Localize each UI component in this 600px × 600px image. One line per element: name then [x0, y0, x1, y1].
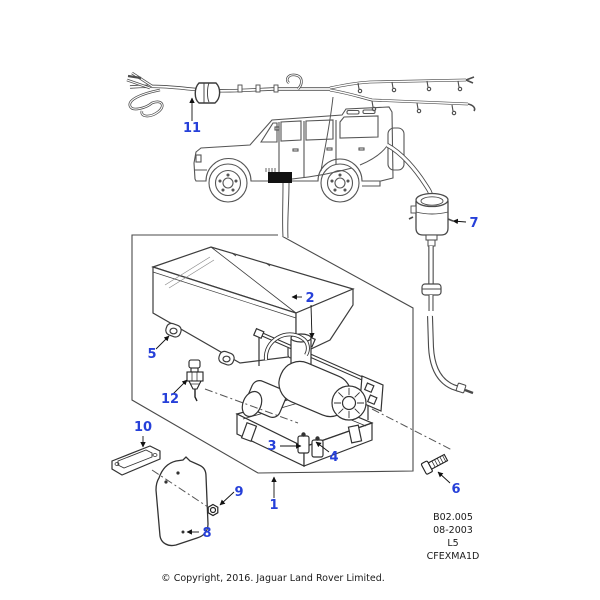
callout-5[interactable]: 5: [147, 347, 156, 362]
cover-drawing: [151, 246, 355, 366]
leader-lines: [140, 97, 467, 535]
compressor-location-marker: [265, 168, 292, 183]
sensor-drawing: [186, 359, 204, 402]
callout-2[interactable]: 2: [305, 291, 314, 306]
front-wheel: [208, 163, 248, 203]
callout-4[interactable]: 4: [329, 450, 338, 465]
callout-8[interactable]: 8: [202, 526, 211, 541]
info-date: 08-2003: [433, 525, 473, 536]
callout-3[interactable]: 3: [267, 439, 276, 454]
info-frame-code: B02.005: [433, 512, 473, 523]
callout-6[interactable]: 6: [451, 482, 460, 497]
detail-box: [131, 182, 414, 474]
canister-hose-drawing: [385, 142, 474, 395]
callout-1[interactable]: 1: [269, 498, 278, 513]
rear-wheel: [320, 163, 360, 203]
shield-drawing: [155, 456, 209, 547]
callout-10[interactable]: 10: [134, 420, 152, 435]
copyright-text: © Copyright, 2016. Jaguar Land Rover Lim…: [161, 573, 385, 584]
centerlines: [151, 388, 453, 508]
callout-9[interactable]: 9: [234, 485, 243, 500]
info-model: L5: [447, 538, 458, 549]
bolt-drawing: [420, 453, 449, 475]
info-block: B02.005 08-2003 L5 CFEXMA1D: [427, 512, 480, 562]
vehicle-drawing: [193, 96, 405, 203]
wiring-harness-drawing: [126, 71, 476, 118]
compressor-drawing: [235, 327, 384, 467]
callouts: 1 2 3 4 5 6 7 8 9 10 11 12: [134, 121, 479, 541]
info-drawing-ref: CFEXMA1D: [427, 551, 480, 562]
callout-7[interactable]: 7: [469, 216, 478, 231]
callout-11[interactable]: 11: [183, 121, 201, 136]
callout-12[interactable]: 12: [161, 392, 179, 407]
nut-drawing: [207, 503, 219, 517]
bracket-drawing: [111, 445, 161, 476]
